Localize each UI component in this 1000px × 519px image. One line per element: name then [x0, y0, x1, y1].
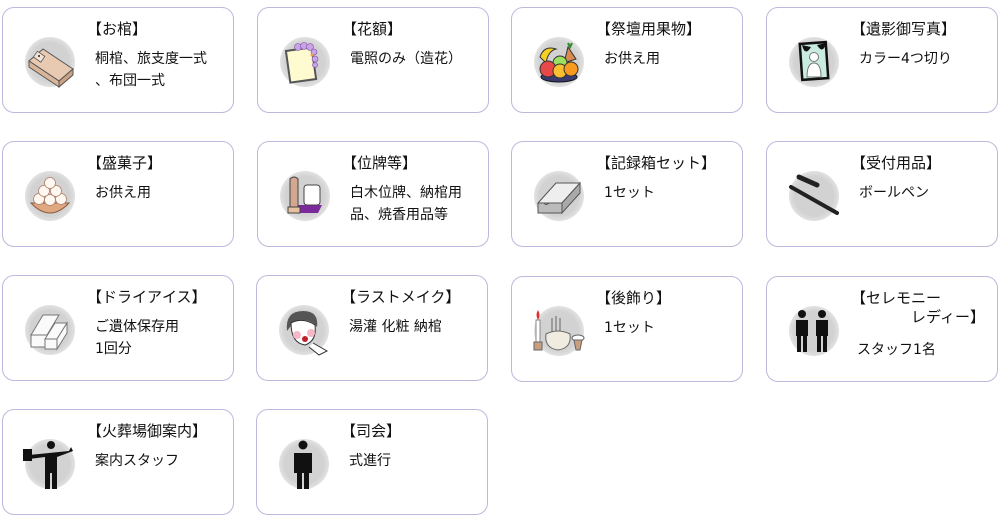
item-desc: 1セット	[604, 185, 655, 201]
item-card-ceremony-lady: 【セレモニー レディー】 スタッフ1名	[766, 276, 998, 382]
item-card-mc: 【司会】 式進行	[256, 409, 488, 515]
item-card-sweets: 【盛菓子】 お供え用	[2, 141, 234, 247]
item-card-crematorium-guide: 【火葬場御案内】 案内スタッフ	[2, 409, 234, 515]
altar-set-icon	[533, 306, 585, 356]
item-desc: 式進行	[349, 453, 391, 469]
record-box-icon	[534, 171, 584, 221]
item-desc: 1セット	[604, 320, 655, 336]
item-title: 【記録箱セット】	[596, 154, 717, 172]
item-desc: 桐棺、旅支度一式 、布団一式	[95, 51, 207, 89]
item-title: 【花額】	[342, 20, 403, 38]
guide-person-icon	[23, 439, 75, 489]
item-card-last-make: 【ラストメイク】 湯灌 化粧 納棺	[256, 275, 488, 381]
dry-ice-icon	[25, 305, 75, 355]
item-title: 【位牌等】	[342, 154, 418, 172]
item-title: 【司会】	[341, 422, 402, 440]
item-title: 【火葬場御案内】	[87, 422, 208, 440]
coffin-icon	[25, 37, 75, 89]
item-card-coffin: 【お棺】 桐棺、旅支度一式 、布団一式	[2, 7, 234, 113]
item-desc: お供え用	[604, 51, 660, 67]
item-card-fruit: 【祭壇用果物】 お供え用	[511, 7, 743, 113]
item-card-flower-frame: 【花額】 電照のみ（造花）	[257, 7, 489, 113]
item-title: 【ラストメイク】	[341, 288, 461, 306]
item-card-portrait: 【遺影御写真】 カラー4つ切り	[766, 7, 998, 113]
item-card-reception: 【受付用品】 ボールペン	[766, 141, 998, 247]
item-desc: お供え用	[95, 185, 151, 201]
mc-person-icon	[279, 439, 329, 489]
item-title: 【受付用品】	[851, 154, 942, 172]
item-desc: ボールペン	[859, 185, 929, 201]
pen-icon	[789, 171, 839, 221]
item-desc: カラー4つ切り	[859, 51, 952, 67]
item-desc: 案内スタッフ	[95, 453, 179, 469]
item-title: 【遺影御写真】	[851, 20, 957, 38]
item-title: 【お棺】	[87, 20, 148, 38]
item-card-record-box: 【記録箱セット】 1セット	[511, 141, 743, 247]
sweets-bowl-icon	[25, 171, 75, 221]
item-title: 【後飾り】	[596, 289, 672, 307]
item-title: 【ドライアイス】	[87, 288, 207, 306]
fruit-basket-icon	[534, 37, 584, 87]
makeup-face-icon	[279, 305, 329, 356]
item-desc: スタッフ1名	[857, 342, 936, 358]
flower-frame-icon	[280, 37, 330, 87]
item-card-tablet: 【位牌等】 白木位牌、納棺用 品、焼香用品等	[257, 141, 489, 247]
item-title: 【祭壇用果物】	[596, 20, 702, 38]
item-desc: 電照のみ（造花）	[350, 51, 462, 67]
item-card-altar: 【後飾り】 1セット	[511, 276, 743, 382]
memorial-tablet-icon	[280, 171, 330, 221]
portrait-photo-icon	[789, 37, 839, 87]
item-card-dry-ice: 【ドライアイス】 ご遺体保存用 1回分	[2, 275, 234, 381]
item-title: 【盛菓子】	[87, 154, 163, 172]
item-desc: 白木位牌、納棺用 品、焼香用品等	[350, 185, 462, 223]
item-title: 【セレモニー レディー】	[851, 289, 985, 326]
ceremony-ladies-icon	[789, 306, 839, 356]
item-desc: 湯灌 化粧 納棺	[349, 319, 442, 335]
item-desc: ご遺体保存用 1回分	[95, 319, 179, 357]
